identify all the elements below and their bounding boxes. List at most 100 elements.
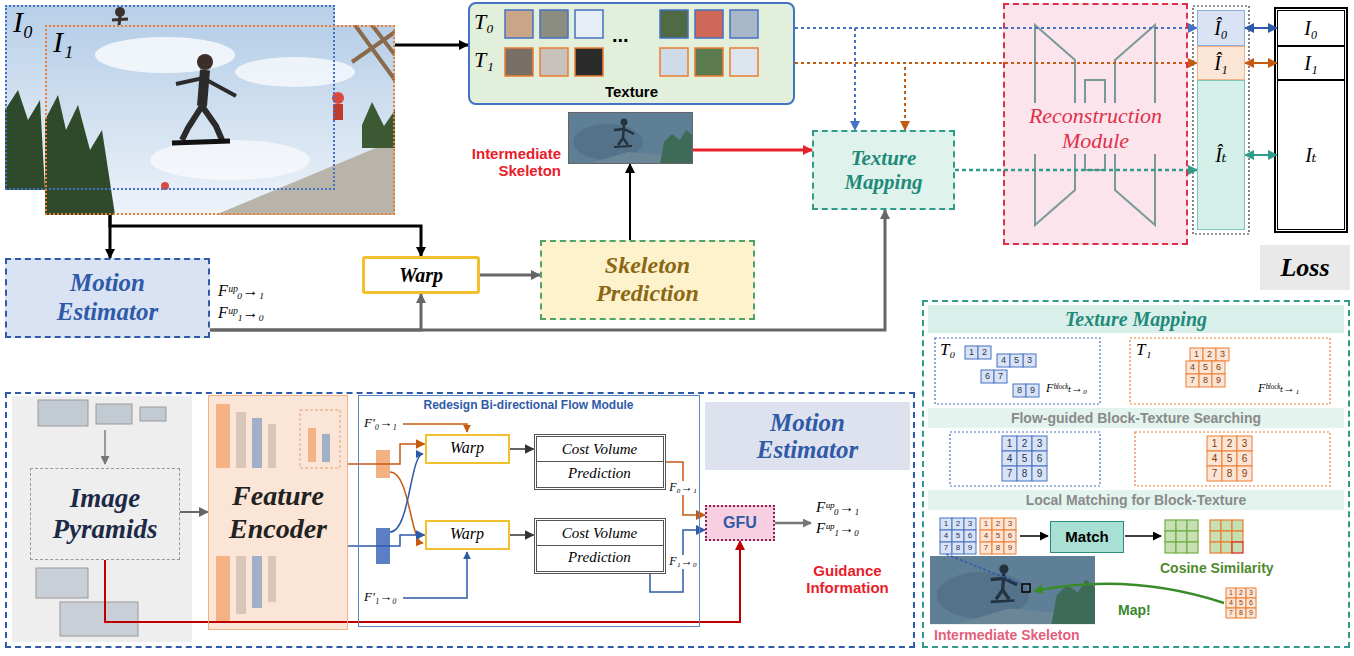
node-label: I₁ <box>53 27 73 57</box>
step-band: Local Matching for Block-Texture <box>928 490 1344 510</box>
photo <box>215 140 395 215</box>
pyramid-area <box>104 430 106 464</box>
grid-cell <box>1246 608 1256 618</box>
pyramid-area <box>36 568 88 598</box>
flow-arrow <box>348 444 425 464</box>
texture-set: T₁ <box>1136 340 1151 360</box>
grid-cell <box>1017 451 1032 466</box>
grid-cell <box>1032 451 1047 466</box>
photo <box>115 7 125 17</box>
match-arrow <box>1034 584 1224 603</box>
box-fill <box>1277 46 1345 80</box>
grid-cell <box>980 542 992 554</box>
column-frame <box>1275 8 1347 232</box>
grid-number: 7 <box>980 542 992 554</box>
illustration <box>930 556 1095 624</box>
warp-box: Warp <box>362 256 480 294</box>
grid-number: 9 <box>1026 384 1039 397</box>
grid-number: 8 <box>1236 608 1246 618</box>
encoder-box: Feature Encoder <box>208 395 348 630</box>
grid-number: 2 <box>1017 436 1032 451</box>
grid-number: 1 <box>940 518 952 530</box>
target-frame: I₁ <box>1277 46 1345 80</box>
box-fill <box>928 490 1344 510</box>
flow-label: Fᵘᵖ₁→₀ <box>218 304 264 322</box>
grid-cell <box>1013 384 1026 397</box>
feature-bar <box>268 556 276 602</box>
grid-cell <box>952 518 964 530</box>
texture-tile <box>575 10 603 38</box>
box-fill <box>812 130 955 210</box>
grid-cell <box>964 542 976 554</box>
grid-cell <box>1207 436 1222 451</box>
texture-tile <box>695 10 723 38</box>
output-frame: Îₜ <box>1197 80 1245 230</box>
grid-number: 1 <box>1002 436 1017 451</box>
feature-bar <box>216 404 230 468</box>
flow-arrow <box>795 27 1197 29</box>
texture-panel: Texture <box>468 2 795 105</box>
photo <box>182 106 222 140</box>
caption-note: Intermediate Skeleton <box>934 627 1080 643</box>
similarity-cell <box>1221 520 1232 531</box>
texture-tile <box>730 10 758 38</box>
grid-number: 9 <box>964 542 976 554</box>
box-fill <box>5 258 210 338</box>
grid-cell <box>980 518 992 530</box>
box-fill <box>534 518 666 574</box>
reconstruction-module: Reconstruction Module <box>1003 3 1188 245</box>
similarity-cell <box>1210 542 1221 553</box>
grid-cell <box>1002 466 1017 481</box>
grid-cell <box>1023 354 1036 367</box>
grid-number: 9 <box>1237 466 1252 481</box>
grid-number: 5 <box>1017 451 1032 466</box>
grid-cell <box>978 346 991 359</box>
grid-number: 1 <box>965 346 978 359</box>
grid-number: 2 <box>978 346 991 359</box>
flow-label: F′₁→₀ <box>364 590 397 605</box>
grid-cell <box>1017 466 1032 481</box>
grid-number: 1 <box>980 518 992 530</box>
similarity-cell <box>1232 542 1243 553</box>
flow-arrow <box>1245 62 1277 64</box>
grid-cell <box>965 346 978 359</box>
cost-volume-box: Cost VolumePrediction <box>534 434 666 490</box>
box-fill <box>705 505 775 541</box>
texture-set: T₀ <box>940 340 955 360</box>
flow-arrow <box>795 62 1197 64</box>
node-label: Motion Estimator <box>33 269 183 327</box>
grid-number: 7 <box>1186 374 1199 387</box>
flow-feature <box>775 522 811 525</box>
grid-number: 4 <box>1226 598 1236 608</box>
node-label: Feature Encoder <box>213 480 343 544</box>
grid-cell <box>940 346 1256 618</box>
feature-bar <box>300 410 340 468</box>
node-label: Îₜ <box>1215 144 1227 167</box>
grid-number: 3 <box>1237 436 1252 451</box>
process-box: Motion Estimator <box>5 258 210 338</box>
grid-cell <box>1212 361 1225 374</box>
match-arrow <box>1125 535 1161 537</box>
node-label: Warp <box>450 439 484 457</box>
box-fill <box>208 395 348 630</box>
grid-number: 6 <box>1004 530 1016 542</box>
grid-number: 8 <box>1199 374 1212 387</box>
flow-arrow <box>1245 154 1277 156</box>
texture-tile <box>730 48 758 76</box>
grid-number: 6 <box>1032 451 1047 466</box>
feature-bar <box>236 412 246 468</box>
photo <box>352 25 395 80</box>
box-fill <box>1277 10 1345 46</box>
node-label: Image Pyramids <box>35 483 175 545</box>
grid-cell <box>1222 466 1237 481</box>
feature-bar <box>252 418 262 468</box>
box-fill <box>425 434 510 464</box>
grid-cell <box>1002 436 1017 451</box>
grid-cell <box>1186 374 1199 387</box>
texture-tile <box>660 48 688 76</box>
grid-number: 8 <box>1013 384 1026 397</box>
flow-label: F₀→₁ <box>667 481 699 495</box>
grid-cell <box>1004 530 1016 542</box>
texture-tile <box>695 48 723 76</box>
